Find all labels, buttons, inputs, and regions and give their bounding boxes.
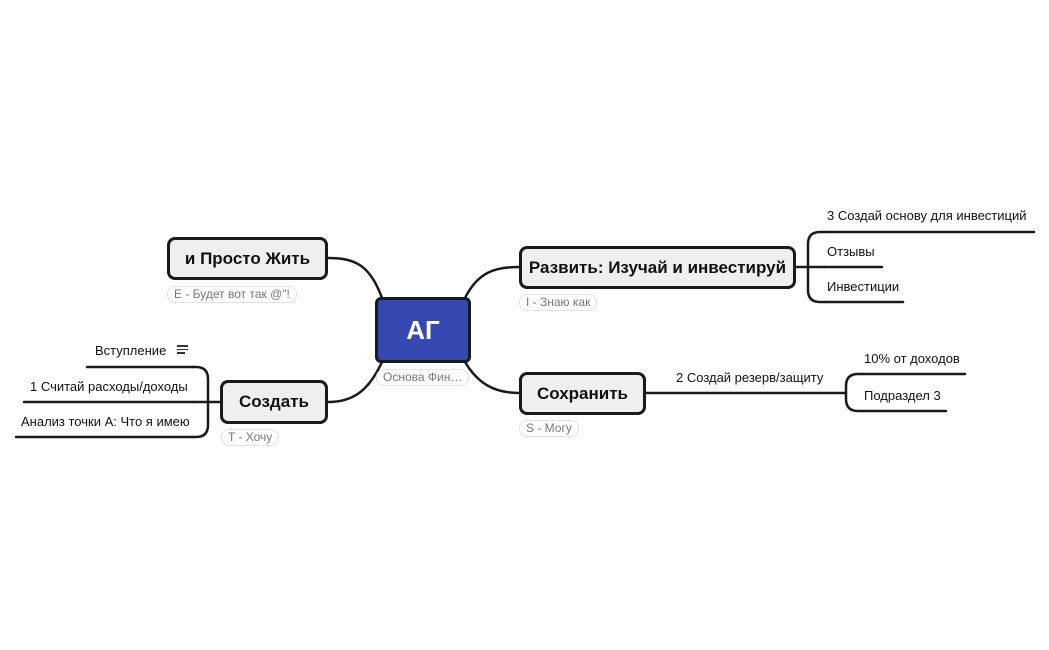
central-topic-note: Основа Фин…: [376, 369, 470, 386]
subtopic-intro[interactable]: Вступление: [95, 343, 167, 358]
topic-create[interactable]: Создать: [220, 380, 328, 424]
subtopic-ten-percent[interactable]: 10% от доходов: [864, 351, 960, 366]
subtopic-reserve[interactable]: 2 Создай резерв/защиту: [676, 370, 824, 385]
subtopic-point-a[interactable]: Анализ точки А: Что я имею: [21, 414, 190, 429]
note-lines-icon[interactable]: [177, 345, 188, 355]
subtopic-count-expenses[interactable]: 1 Считай расходы/доходы: [30, 379, 188, 394]
link-create-children: [191, 365, 222, 439]
central-topic[interactable]: АГ: [375, 297, 471, 363]
topic-create-tag: T - Хочу: [221, 429, 280, 446]
link-root-live: [326, 256, 384, 300]
link-root-create: [326, 360, 384, 404]
subtopic-reviews[interactable]: Отзывы: [827, 244, 875, 259]
topic-develop[interactable]: Развить: Изучай и инвестируй: [519, 246, 796, 289]
link-develop-children: [794, 230, 827, 304]
link-save-grandchildren: [844, 372, 864, 413]
topic-develop-tag: I - Знаю как: [519, 294, 598, 311]
topic-save-tag: S - Могу: [519, 420, 579, 437]
subtopic-invest-basis[interactable]: 3 Создай основу для инвестиций: [827, 208, 1027, 223]
topic-live[interactable]: и Просто Жить: [167, 237, 328, 280]
topic-save[interactable]: Сохранить: [519, 372, 646, 415]
subtopic-section-3[interactable]: Подраздел 3: [864, 388, 941, 403]
topic-live-tag: E - Будет вот так @"!: [167, 286, 297, 303]
link-root-save: [463, 360, 521, 395]
subtopic-investments[interactable]: Инвестиции: [827, 279, 900, 294]
link-root-develop: [463, 265, 521, 300]
